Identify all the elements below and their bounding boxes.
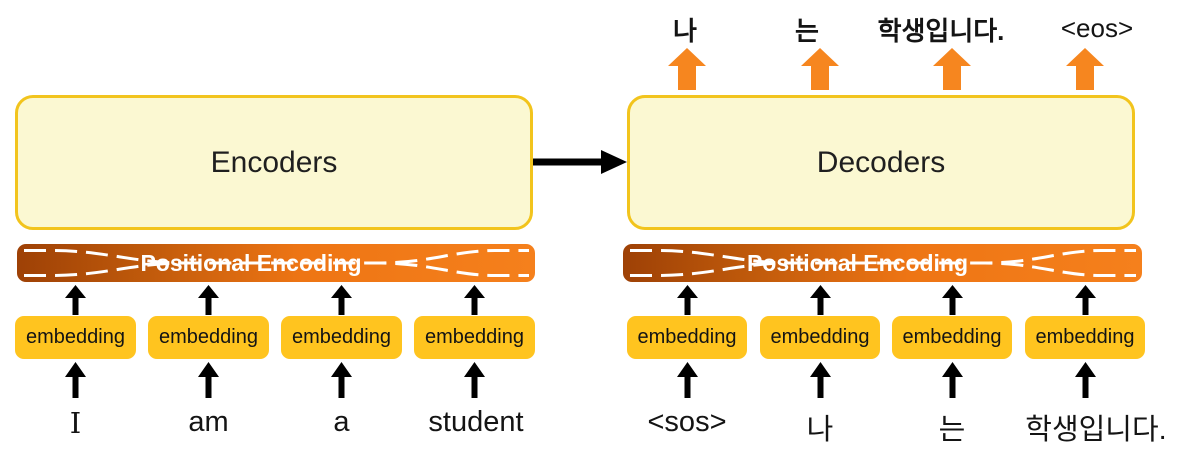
output-token: 는: [795, 16, 819, 46]
embedding-label: embedding: [1035, 326, 1135, 348]
encoder-to-decoder-arrow-icon: [533, 150, 627, 174]
arrow-up-icon: [198, 362, 219, 398]
encoders-title: Encoders: [210, 145, 338, 179]
arrow-up-icon: [65, 362, 86, 398]
embedding-box: embedding: [414, 316, 535, 359]
sine-wave-icon: [24, 249, 529, 277]
embedding-label: embedding: [770, 326, 870, 348]
arrow-up-icon: [1074, 362, 1096, 398]
embedding-box: embedding: [760, 316, 880, 359]
output-arrow-icon: [668, 48, 706, 90]
input-token: 는: [938, 414, 966, 446]
output-arrow-icon: [801, 48, 839, 90]
embedding-label: embedding: [26, 326, 125, 348]
embedding-box: embedding: [892, 316, 1012, 359]
arrow-up-icon: [941, 285, 963, 315]
embedding-label: embedding: [292, 326, 391, 348]
embedding-label: embedding: [902, 326, 1002, 348]
output-token: <eos>: [1060, 13, 1134, 43]
arrow-up-icon: [809, 285, 831, 315]
input-token: am: [188, 406, 229, 438]
embedding-label: embedding: [637, 326, 737, 348]
output-token: 학생입니다.: [877, 16, 1005, 46]
input-token: I: [69, 406, 82, 440]
arrow-up-icon: [331, 285, 352, 315]
embedding-box: embedding: [281, 316, 402, 359]
embedding-box: embedding: [1025, 316, 1145, 359]
positional-encoding-label: Positional Encoding: [140, 249, 362, 276]
positional-encoding-label: Positional Encoding: [746, 249, 969, 276]
output-token: 나: [673, 16, 697, 46]
arrow-up-icon: [941, 362, 963, 398]
arrow-up-icon: [1074, 285, 1096, 315]
input-token: <sos>: [647, 406, 727, 438]
embedding-box: embedding: [148, 316, 269, 359]
output-arrow-icon: [933, 48, 971, 90]
input-token: student: [428, 406, 524, 438]
encoders-box: Encoders: [15, 95, 533, 230]
positional-encoding-bar-decoder: Positional Encoding: [623, 244, 1142, 282]
arrow-up-icon: [331, 362, 352, 398]
arrow-up-icon: [676, 362, 698, 398]
arrow-up-icon: [65, 285, 86, 315]
arrow-up-icon: [809, 362, 831, 398]
decoders-title: Decoders: [816, 145, 946, 179]
arrow-up-icon: [676, 285, 698, 315]
embedding-label: embedding: [425, 326, 524, 348]
decoders-box: Decoders: [627, 95, 1135, 230]
arrow-up-icon: [464, 362, 485, 398]
embedding-box: embedding: [15, 316, 136, 359]
output-arrow-icon: [1066, 48, 1104, 90]
input-token: 나: [806, 414, 834, 446]
input-token: a: [333, 406, 350, 438]
arrow-up-icon: [198, 285, 219, 315]
arrow-up-icon: [464, 285, 485, 315]
embedding-box: embedding: [627, 316, 747, 359]
sine-wave-icon: [630, 249, 1136, 277]
positional-encoding-bar-encoder: Positional Encoding: [17, 244, 535, 282]
embedding-label: embedding: [159, 326, 258, 348]
input-token: 학생입니다.: [1025, 414, 1167, 446]
